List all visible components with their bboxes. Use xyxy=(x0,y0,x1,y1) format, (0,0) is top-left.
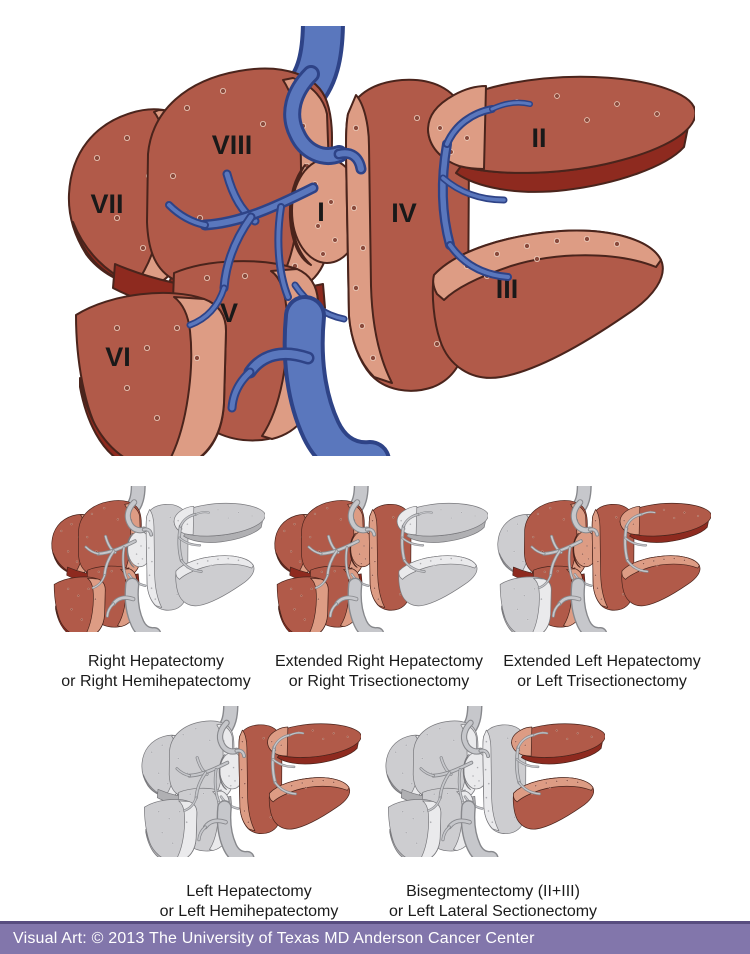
caption-line-2: or Left Lateral Sectionectomy xyxy=(388,903,598,920)
liver-illustration: VII VIII I IV xyxy=(67,26,695,456)
segment-VI: VI xyxy=(276,576,329,633)
segment-III: III xyxy=(621,555,701,607)
svg-text:IV: IV xyxy=(391,198,417,228)
footer-credit-bar: Visual Art: © 2013 The University of Tex… xyxy=(0,921,750,954)
right-hepatectomy-illustration: VII VIII I IV xyxy=(47,486,265,633)
liver-illustration: VII VIII I IV xyxy=(141,706,361,857)
segment-III: III xyxy=(268,777,351,830)
segment-VI: VI xyxy=(53,576,106,633)
segment-VI: VI xyxy=(499,576,552,633)
procedure-figure-extended-left-hepatectomy: VII VIII I IV xyxy=(482,486,722,690)
segment-II: II xyxy=(173,502,265,543)
liver-illustration: VII VIII I IV xyxy=(385,706,605,857)
svg-text:VI: VI xyxy=(105,342,131,372)
liver-illustration: VII VIII I IV xyxy=(497,486,711,633)
segment-II: II xyxy=(396,502,488,543)
segment-III: III xyxy=(431,229,664,379)
procedure-caption: Extended Left Hepatectomy or Left Trisec… xyxy=(482,652,722,692)
hepatic-portal-veins xyxy=(419,719,549,857)
svg-text:VIII: VIII xyxy=(212,130,253,160)
segment-VI: VI xyxy=(75,291,227,456)
hepatic-portal-veins xyxy=(165,65,533,456)
svg-text:I: I xyxy=(317,197,325,227)
caption-line-1: Bisegmentectomy (II+III) xyxy=(406,883,580,900)
liver-illustration: VII VIII I IV xyxy=(274,486,488,633)
procedure-caption: Left Hepatectomy or Left Hemihepatectomy xyxy=(124,882,374,922)
segment-III: III xyxy=(175,555,255,607)
bisegmentectomy-illustration: VII VIII I IV xyxy=(381,706,605,857)
extended-right-hepatectomy-illustration: VII VIII I IV xyxy=(270,486,488,633)
hepatic-portal-veins xyxy=(530,499,656,633)
hepatic-portal-veins xyxy=(84,499,210,633)
segment-III: III xyxy=(398,555,478,607)
caption-line-1: Extended Left Hepatectomy xyxy=(503,653,701,670)
procedure-caption: Bisegmentectomy (II+III) or Left Lateral… xyxy=(368,882,618,922)
procedure-figure-extended-right-hepatectomy: VII VIII I IV xyxy=(259,486,499,690)
hepatic-portal-veins xyxy=(307,499,433,633)
caption-line-1: Left Hepatectomy xyxy=(186,883,312,900)
segment-II: II xyxy=(427,75,695,193)
hepatic-portal-veins xyxy=(175,719,305,857)
procedure-figure-left-hepatectomy: VII VIII I IV xyxy=(124,706,374,920)
svg-text:II: II xyxy=(531,123,546,153)
left-hepatectomy-illustration: VII VIII I IV xyxy=(137,706,361,857)
procedure-figure-right-hepatectomy: VII VIII I IV xyxy=(36,486,276,690)
svg-text:VII: VII xyxy=(90,189,123,219)
caption-line-2: or Right Trisectionectomy xyxy=(288,673,470,690)
extended-left-hepatectomy-illustration: VII VIII I IV xyxy=(493,486,711,633)
segment-VI: VI xyxy=(388,799,442,857)
segment-II: II xyxy=(511,723,605,765)
main-liver-figure: VII VIII I IV xyxy=(55,26,695,456)
segment-VI: VI xyxy=(144,799,198,857)
procedure-figure-bisegmentectomy: VII VIII I IV xyxy=(368,706,618,920)
credit-text: Visual Art: © 2013 The University of Tex… xyxy=(13,930,535,947)
svg-text:III: III xyxy=(496,274,519,304)
segment-III: III xyxy=(512,777,595,830)
caption-line-1: Extended Right Hepatectomy xyxy=(274,653,484,670)
caption-line-2: or Right Hemihepatectomy xyxy=(61,673,251,690)
segment-II: II xyxy=(619,502,711,543)
procedure-caption: Right Hepatectomy or Right Hemihepatecto… xyxy=(36,652,276,692)
caption-line-2: or Left Hemihepatectomy xyxy=(159,903,339,920)
segment-II: II xyxy=(267,723,361,765)
caption-line-2: or Left Trisectionectomy xyxy=(517,673,687,690)
procedure-caption: Extended Right Hepatectomy or Right Tris… xyxy=(259,652,499,692)
caption-line-1: Right Hepatectomy xyxy=(87,653,225,670)
liver-illustration: VII VIII I IV xyxy=(51,486,265,633)
